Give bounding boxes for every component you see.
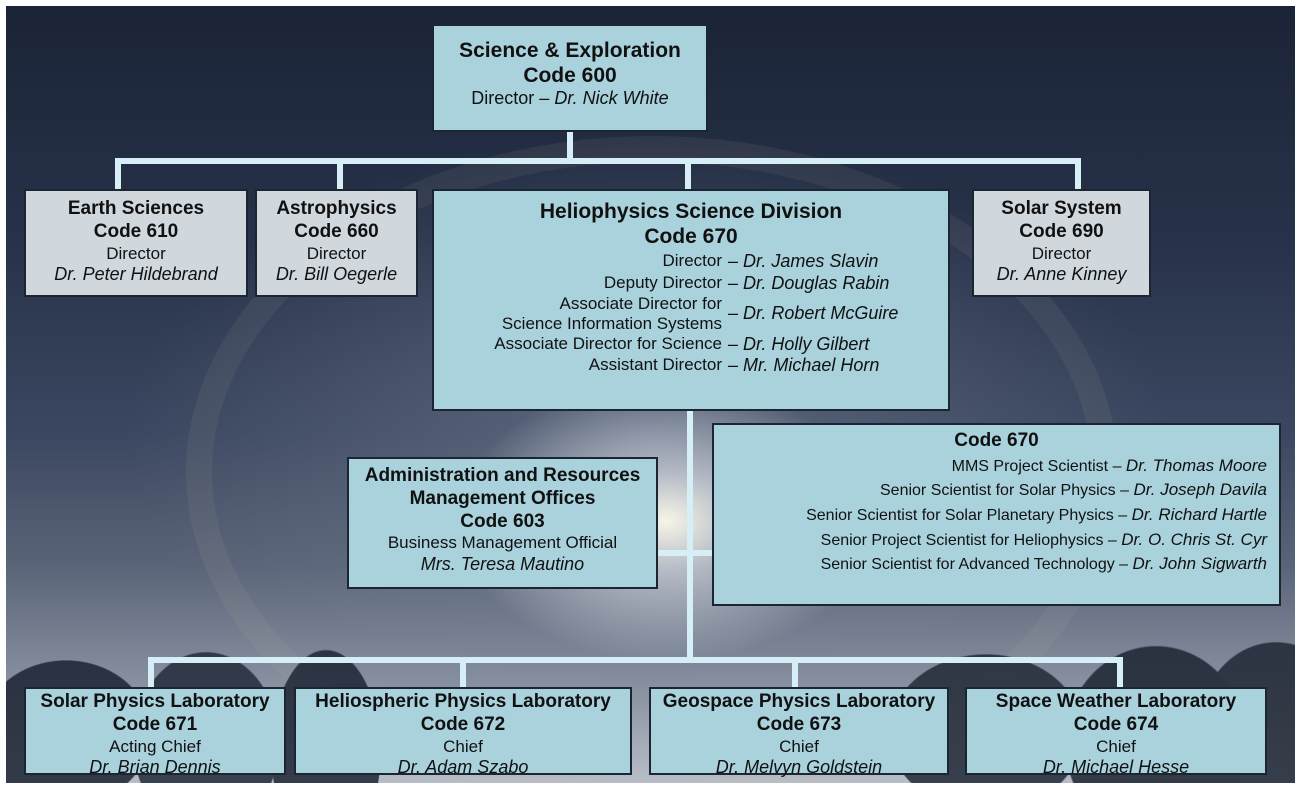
space-weather-lab-box: Space Weather Laboratory Code 674 Chief …: [965, 687, 1267, 777]
heliospheric-physics-lab-box: Heliospheric Physics Laboratory Code 672…: [294, 687, 632, 777]
top-director-line: Director – Dr. Nick White: [471, 88, 669, 109]
astrophysics-box: Astrophysics Code 660 Director Dr. Bill …: [255, 189, 418, 297]
helio-row-assoc-science: Associate Director for Science– Dr. Holl…: [494, 333, 870, 354]
solar-physics-lab-box: Solar Physics Laboratory Code 671 Acting…: [24, 687, 286, 777]
solar-system-box: Solar System Code 690 Director Dr. Anne …: [972, 189, 1151, 297]
helio-row-assistant: Assistant Director– Mr. Michael Horn: [588, 355, 880, 376]
earth-sciences-box: Earth Sciences Code 610 Director Dr. Pet…: [24, 189, 248, 297]
heliophysics-division-box: Heliophysics Science Division Code 670 D…: [432, 189, 950, 411]
staff-row-helio: Senior Project Scientist for Heliophysic…: [820, 529, 1267, 549]
helio-row-deputy: Deputy Director– Dr. Douglas Rabin: [603, 272, 890, 293]
staff-row-planetary: Senior Scientist for Solar Planetary Phy…: [806, 505, 1267, 525]
top-name: Science & Exploration: [459, 39, 681, 62]
top-code: Code 600: [523, 64, 617, 88]
geospace-physics-lab-box: Geospace Physics Laboratory Code 673 Chi…: [649, 687, 949, 777]
staff-row-solar: Senior Scientist for Solar Physics – Dr.…: [880, 480, 1267, 500]
staff-row-tech: Senior Scientist for Advanced Technology…: [820, 554, 1267, 574]
science-exploration-box: Science & Exploration Code 600 Director …: [432, 24, 708, 132]
code-670-staff-box: Code 670 MMS Project Scientist – Dr. Tho…: [712, 423, 1281, 606]
admin-resources-box: Administration and Resources Management …: [347, 457, 658, 589]
staff-row-mms: MMS Project Scientist – Dr. Thomas Moore: [951, 455, 1267, 475]
helio-row-director: Director– Dr. James Slavin: [662, 251, 879, 272]
